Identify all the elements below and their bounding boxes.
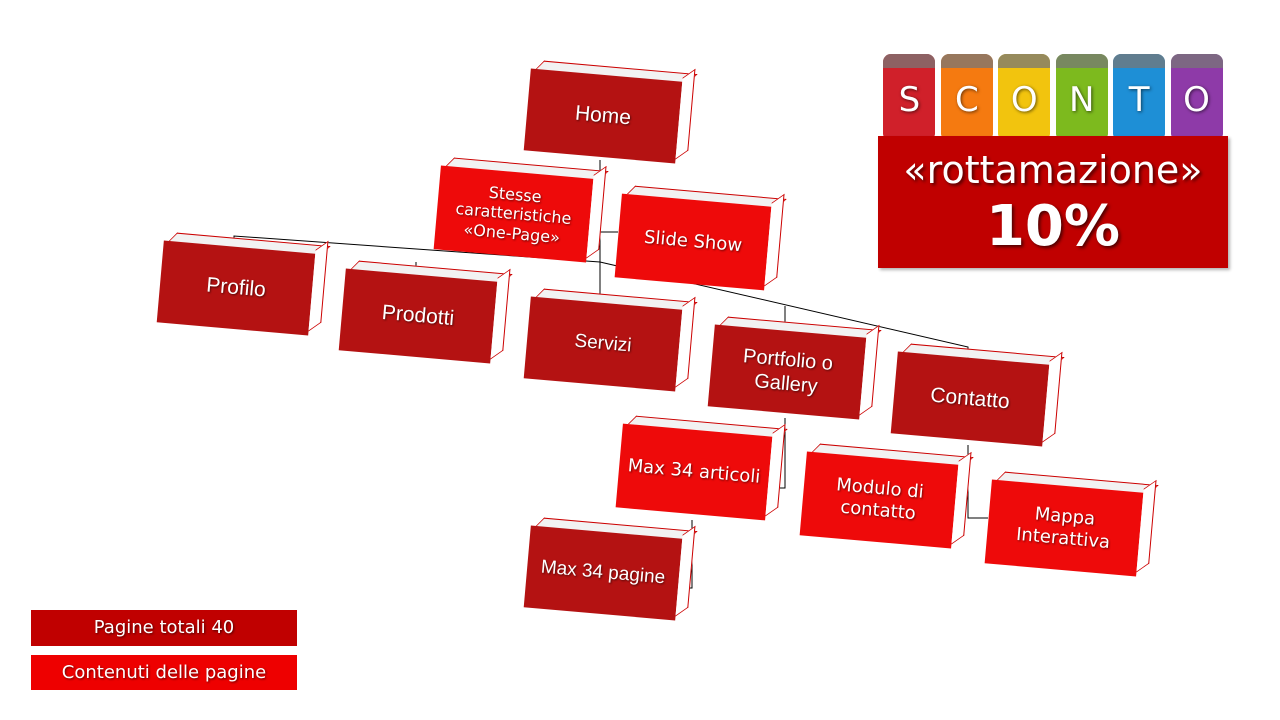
node-max-articoli-label: Max 34 articoli	[626, 455, 762, 488]
node-prodotti-label: Prodotti	[380, 301, 456, 331]
node-home-label: Home	[574, 102, 632, 130]
sconto-letter: O	[1010, 80, 1038, 120]
node-servizi-label: Servizi	[573, 330, 633, 357]
node-max-pagine-label: Max 34 pagine	[540, 556, 667, 588]
node-home: Home	[523, 68, 683, 164]
pot-rim	[1170, 54, 1223, 68]
node-max-articoli: Max 34 articoli	[615, 423, 773, 521]
node-servizi: Servizi	[523, 296, 683, 392]
sconto-letter: C	[954, 80, 979, 120]
node-max-pagine: Max 34 pagine	[523, 525, 683, 621]
pot-rim	[998, 54, 1051, 68]
pot-rim	[883, 54, 936, 68]
paint-pot-4: N	[1055, 54, 1108, 138]
node-one-page: Stesse caratteristiche «One-Page»	[433, 165, 594, 263]
sconto-letter: T	[1128, 80, 1150, 120]
node-profilo-label: Profilo	[205, 273, 267, 302]
paint-pot-5: T	[1113, 54, 1166, 138]
legend-total-pages: Pagine totali 40	[31, 610, 297, 646]
pot-rim	[1055, 54, 1108, 68]
node-portfolio: Portfolio o Gallery	[707, 324, 867, 420]
legend-page-contents: Contenuti delle pagine	[31, 655, 297, 690]
node-mappa-label: Mappa Interattiva	[1015, 503, 1111, 554]
sconto-letter: O	[1183, 80, 1210, 120]
node-portfolio-label: Portfolio o Gallery	[742, 345, 834, 398]
paint-pot-2: C	[940, 54, 993, 138]
node-modulo-label: Modulo di contatto	[835, 474, 925, 525]
node-mappa: Mappa Interattiva	[984, 479, 1144, 577]
node-prodotti: Prodotti	[338, 268, 498, 364]
node-contatto-label: Contatto	[929, 383, 1011, 414]
pot-rim	[1113, 54, 1166, 68]
discount-percent: 10%	[985, 194, 1121, 259]
paint-pot-1: S	[883, 54, 936, 138]
paint-pot-6: O	[1170, 54, 1223, 138]
node-profilo: Profilo	[156, 240, 316, 336]
node-slide-show: Slide Show	[614, 193, 772, 291]
discount-subtitle: «rottamazione»	[903, 148, 1203, 192]
node-modulo: Modulo di contatto	[799, 451, 959, 549]
paint-pot-3: O	[998, 54, 1051, 138]
sconto-letter: S	[898, 80, 921, 120]
sconto-letter: N	[1068, 80, 1095, 120]
discount-box: «rottamazione» 10%	[878, 136, 1228, 268]
node-contatto: Contatto	[890, 351, 1050, 447]
node-slide-show-label: Slide Show	[643, 226, 743, 257]
node-one-page-label: Stesse caratteristiche «One-Page»	[454, 183, 573, 247]
pot-rim	[940, 54, 993, 68]
